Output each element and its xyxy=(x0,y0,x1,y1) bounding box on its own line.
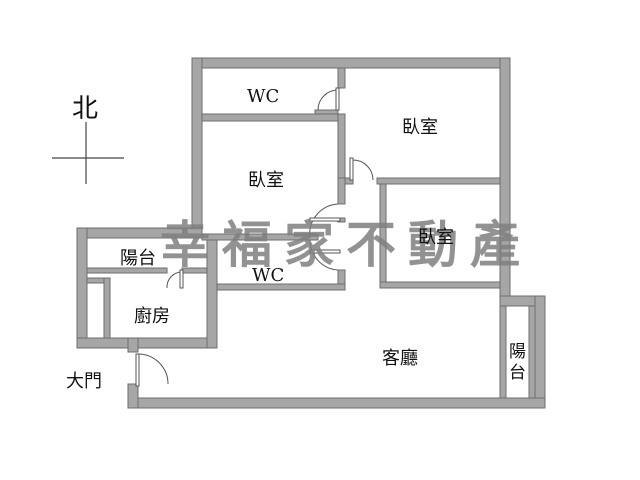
room-label-living-room: 客廳 xyxy=(382,348,418,369)
doors xyxy=(135,87,374,387)
north-compass xyxy=(52,122,124,184)
room-label-kitchen: 廚房 xyxy=(134,305,170,327)
walls xyxy=(76,57,546,409)
room-label-bedroom-top-right: 臥室 xyxy=(402,117,438,138)
north-label: 北 xyxy=(72,94,98,124)
room-label-wc-top: WC xyxy=(247,86,279,107)
room-label-balcony-right-2: 台 xyxy=(509,363,526,383)
room-label-main-door: 大門 xyxy=(66,371,102,392)
room-label-wc-middle: WC xyxy=(252,265,284,286)
room-label-bedroom-right: 臥室 xyxy=(418,227,454,248)
watermark: 幸福家不動產 xyxy=(160,216,532,274)
room-label-balcony-left: 陽台 xyxy=(120,248,156,269)
room-label-bedroom-middle: 臥室 xyxy=(248,170,284,191)
room-label-balcony-right-1: 陽 xyxy=(509,342,526,362)
